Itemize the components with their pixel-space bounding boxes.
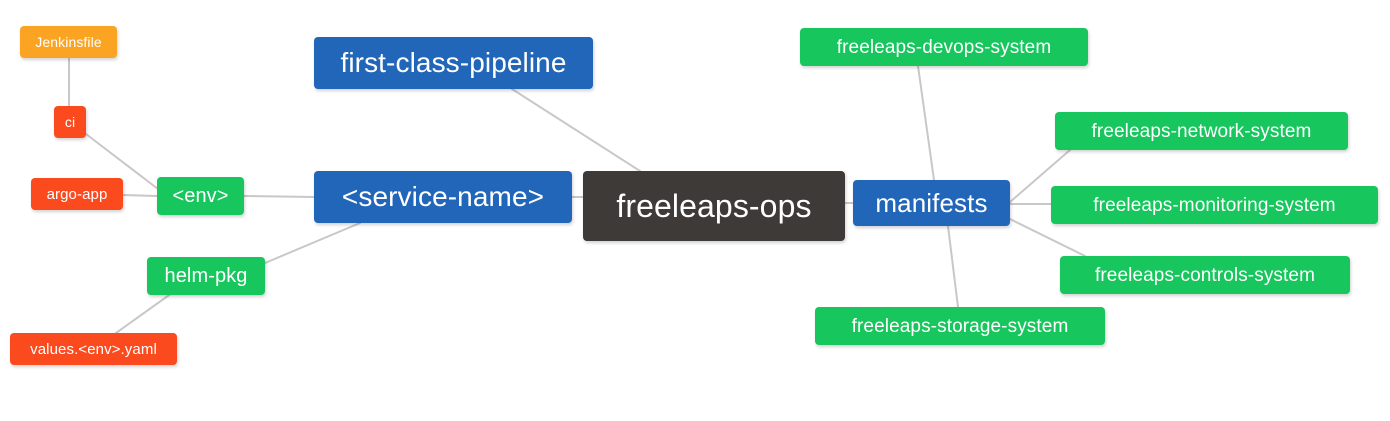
node-label-freeleaps-storage-system: freeleaps-storage-system [851,315,1069,337]
node-freeleaps-controls-system[interactable]: freeleaps-controls-system [1060,256,1350,294]
node-first-class-pipeline[interactable]: first-class-pipeline [314,37,593,89]
edge-env-to-service-name [243,195,315,198]
edge-manifests-to-freeleaps-storage-system [947,225,959,308]
node-freeleaps-network-system[interactable]: freeleaps-network-system [1055,112,1348,150]
node-label-values-yaml: values.<env>.yaml [30,340,157,358]
node-label-freeleaps-monitoring-system: freeleaps-monitoring-system [1093,194,1336,216]
node-helm-pkg[interactable]: helm-pkg [147,257,265,295]
node-label-ci: ci [64,114,76,130]
edge-manifests-to-freeleaps-controls-system [1009,218,1086,257]
edge-service-name-to-helm-pkg [264,222,361,264]
node-label-jenkinsfile: Jenkinsfile [35,34,102,50]
node-label-freeleaps-network-system: freeleaps-network-system [1091,120,1312,142]
node-freeleaps-storage-system[interactable]: freeleaps-storage-system [815,307,1105,345]
node-freeleaps-ops[interactable]: freeleaps-ops [583,171,845,241]
node-freeleaps-devops-system[interactable]: freeleaps-devops-system [800,28,1088,66]
edge-first-class-pipeline-to-freeleaps-ops [511,88,641,172]
edge-manifests-to-freeleaps-devops-system [917,65,935,181]
node-argo-app[interactable]: argo-app [31,178,123,210]
node-label-freeleaps-ops: freeleaps-ops [616,188,812,224]
node-freeleaps-monitoring-system[interactable]: freeleaps-monitoring-system [1051,186,1378,224]
node-values-yaml[interactable]: values.<env>.yaml [10,333,177,365]
node-ci[interactable]: ci [54,106,86,138]
node-label-env: <env> [172,185,229,207]
node-env[interactable]: <env> [157,177,244,215]
node-label-manifests: manifests [875,188,988,218]
edge-helm-pkg-to-values-yaml [115,292,173,334]
node-service-name[interactable]: <service-name> [314,171,572,223]
node-jenkinsfile[interactable]: Jenkinsfile [20,26,117,58]
node-label-argo-app: argo-app [46,185,108,203]
node-label-first-class-pipeline: first-class-pipeline [340,47,567,78]
node-manifests[interactable]: manifests [853,180,1010,226]
node-label-freeleaps-devops-system: freeleaps-devops-system [836,36,1052,58]
node-label-service-name: <service-name> [341,181,545,212]
edge-argo-app-to-env [122,194,158,197]
node-label-freeleaps-controls-system: freeleaps-controls-system [1094,264,1316,286]
node-label-helm-pkg: helm-pkg [164,265,248,287]
